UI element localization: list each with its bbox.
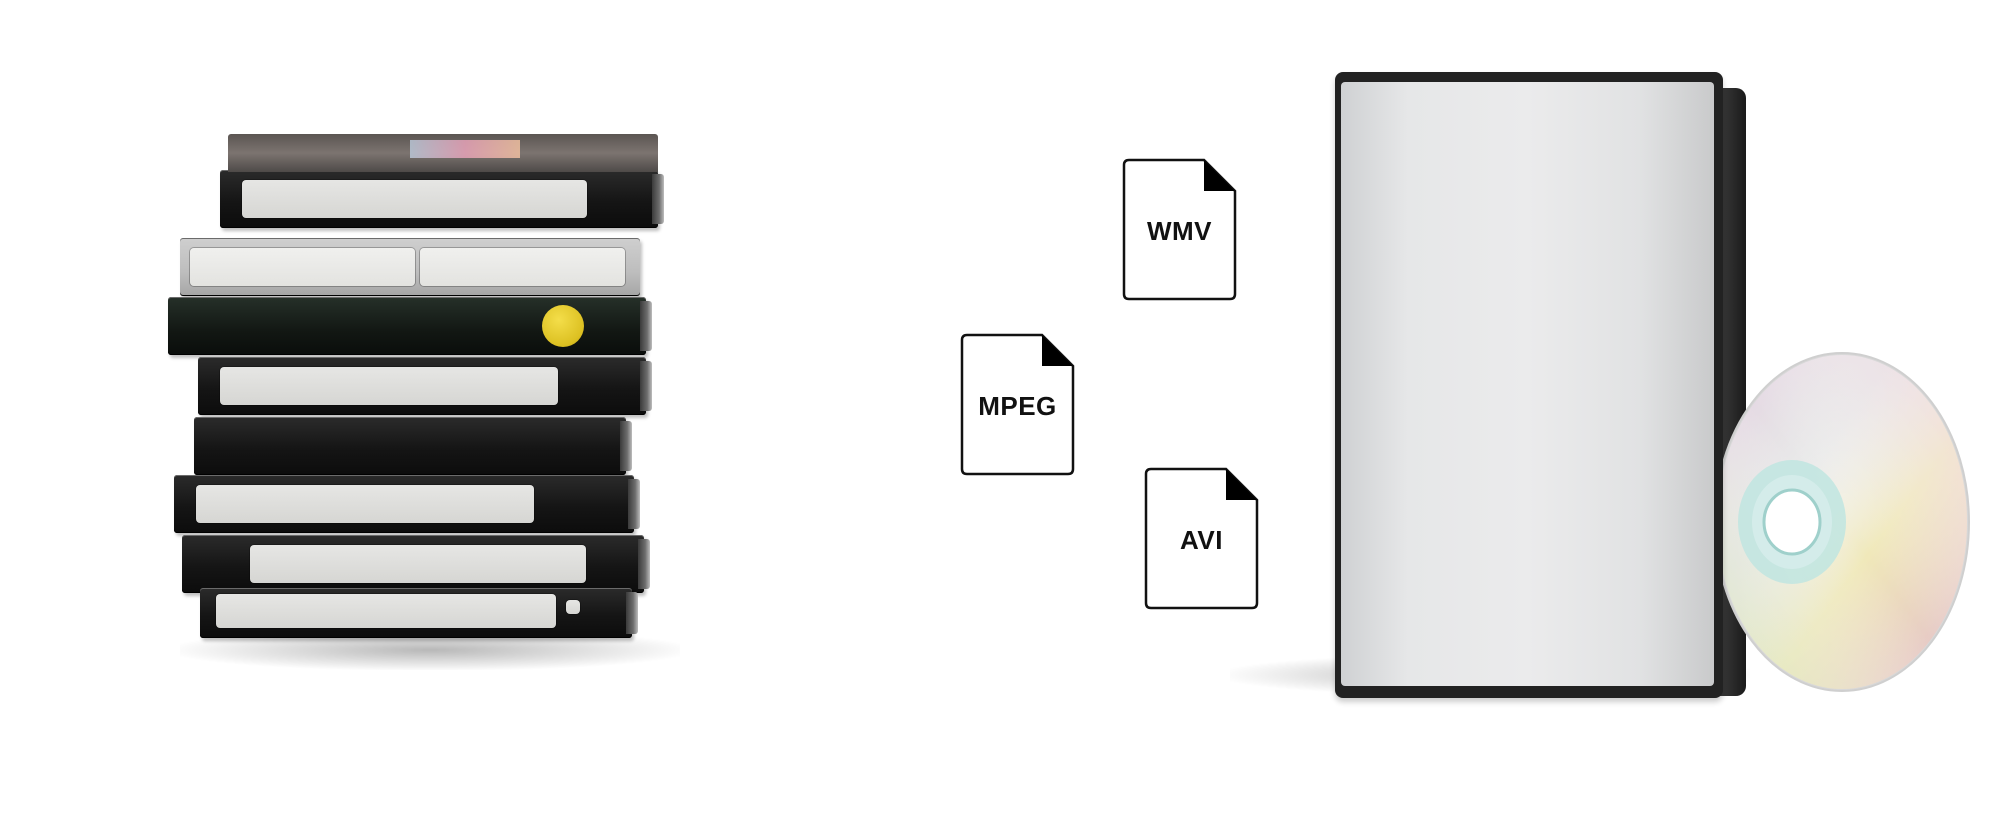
vhs-tape-edge [626,592,638,634]
vhs-tape-label [190,248,415,286]
vhs-tape [200,588,638,638]
vhs-tape-label [196,485,534,523]
vhs-tape [220,134,664,228]
vhs-tape-label [250,545,586,583]
vhs-tape-edge [640,361,652,411]
file-label: AVI [1180,525,1223,555]
vhs-tape-sticker-strip [410,140,520,158]
avi-file-icon: AVI [1144,467,1259,610]
vhs-tape [182,535,650,593]
vhs-tape-edge [652,174,664,224]
file-document-icon [1144,467,1259,610]
file-label: WMV [1146,216,1213,246]
vhs-tape-label [216,594,556,628]
vhs-tape-tab [566,600,580,614]
wmv-file-icon: WMV [1122,158,1237,301]
vhs-tape [174,475,640,533]
vhs-tape-stack [160,125,680,685]
vhs-tape-edge [640,301,652,351]
dvd-case-cover [1341,82,1714,686]
vhs-tape [194,417,632,475]
vhs-tape-edge [628,479,640,529]
vhs-tape-label [242,180,587,218]
vhs-tape-label [420,248,625,286]
yellow-sticker [542,305,584,347]
vhs-tape-label [220,367,558,405]
vhs-tape-edge [620,421,632,471]
file-document-icon [960,333,1075,476]
mpeg-file-icon: MPEG [960,333,1075,476]
vhs-tape [180,238,640,296]
file-document-icon [1122,158,1237,301]
file-label: MPEG [978,391,1057,421]
vhs-tape [168,297,652,355]
dvd-disc [1714,352,1970,692]
vhs-tape-edge [638,539,650,589]
vhs-tape [198,357,652,415]
